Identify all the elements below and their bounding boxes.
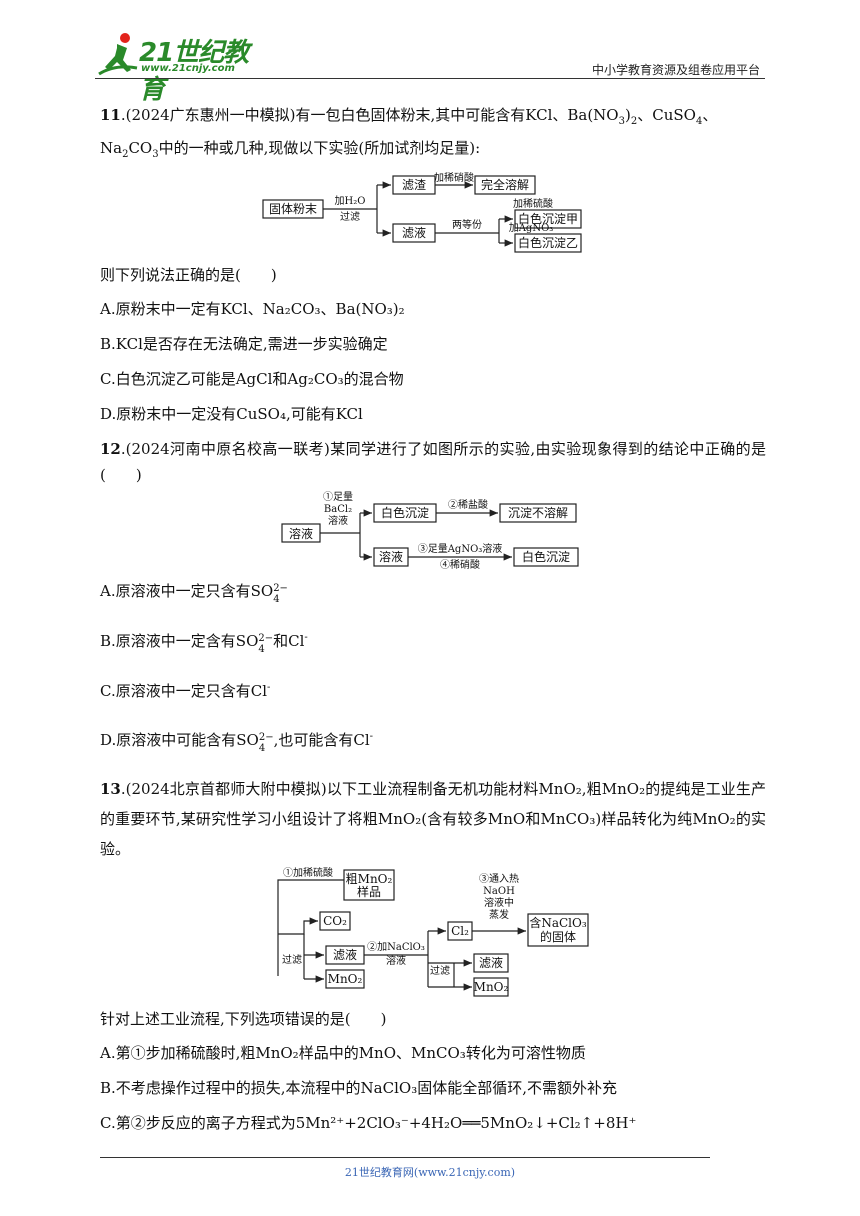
label-bacl2: BaCl₂ [324,504,352,515]
label-filter2: 过滤 [430,964,450,977]
label-step4: ④稀硝酸 [440,558,480,570]
logo-text: 21世纪教育 [139,38,249,105]
label-add-water: 加H₂O [335,195,366,207]
runner-logo-icon [98,33,138,76]
footer-text[interactable]: 21世纪教育网(www.21cnjy.com) [344,1166,516,1179]
q11-option-c[interactable]: C.白色沉淀乙可能是AgCl和Ag₂CO₃的混合物 [100,370,404,388]
label-step1: ①足量 [323,491,353,503]
label-step2: ②加NaClO₃ [367,941,425,953]
q11-flowchart: 固体粉末 加H₂O 过滤 滤渣 加稀硝酸 完全溶解 滤液 两等份 加稀硫酸 白色… [262,171,582,253]
q11-option-b[interactable]: B.KCl是否存在无法确定,需进一步实验确定 [100,335,388,353]
node-mno2-b: MnO₂ [474,980,509,994]
label-soln: 溶液 [386,954,406,967]
platform-name: 中小学教育资源及组卷应用平台 [591,63,760,77]
label-filter: 过滤 [282,953,302,966]
node-dissolve: 完全溶解 [481,177,529,192]
node-solution: 溶液 [289,526,313,541]
node-sample-a: 粗MnO₂ [346,872,393,886]
label-step1: ①加稀硫酸 [283,866,333,879]
label-step3-c: 溶液中 [484,896,514,909]
label-step3-a: ③通入热 [479,872,519,885]
label-add-agno3: 加AgNO₃ [509,222,554,234]
node-residue: 滤渣 [402,178,426,192]
node-filtrate: 滤液 [333,947,357,962]
q12-flowchart: 溶液 ①足量 BaCl₂ 溶液 白色沉淀 ②稀盐酸 沉淀不溶解 溶液 ③足量Ag… [281,491,579,570]
q13-stem: 13.(2024北京首都师大附中模拟)以下工业流程制备无机功能材料MnO₂,粗M… [100,780,766,858]
node-product-a: 含NaClO₃ [529,915,587,930]
label-step3-b: NaOH [483,886,515,897]
page-header: 21世纪教育 www.21cnjy.com 中小学教育资源及组卷应用平台 [95,30,765,105]
q11-option-a[interactable]: A.原粉末中一定有KCl、Na₂CO₃、Ba(NO₃)₂ [100,300,405,318]
node-cl2: Cl₂ [451,924,469,938]
q13-ask: 针对上述工业流程,下列选项错误的是( ) [100,1010,387,1028]
node-sample-b: 样品 [357,884,381,899]
node-white-ppt: 白色沉淀 [381,505,429,520]
node-filtrate: 滤液 [402,225,426,240]
q11-option-d[interactable]: D.原粉末中一定没有CuSO₄,可能有KCl [100,405,363,423]
label-soln: 溶液 [328,514,348,527]
node-ppt-a: 白色沉淀甲 [518,211,578,226]
node-solid: 固体粉末 [269,202,317,216]
label-add-h2so4: 加稀硫酸 [513,197,553,210]
label-two-parts: 两等份 [452,218,482,231]
node-ppt-b: 白色沉淀乙 [518,235,578,250]
node-product-b: 的固体 [540,929,576,944]
q12-stem: 12.(2024河南中原名校高一联考)某同学进行了如图所示的实验,由实验现象得到… [100,440,766,484]
label-step2: ②稀盐酸 [448,498,488,511]
q13-flowchart: ①加稀硫酸 粗MnO₂ 样品 CO₂ 过滤 滤液 MnO₂ ②加NaClO₃ 溶… [277,866,589,997]
node-insoluble: 沉淀不溶解 [508,505,568,520]
node-mno2: MnO₂ [328,972,363,986]
q13-option-a[interactable]: A.第①步加稀硫酸时,粗MnO₂样品中的MnO、MnCO₃转化为可溶性物质 [100,1044,586,1062]
logo-url: www.21cnjy.com [141,63,235,74]
question-content: 11.(2024广东惠州一中模拟)有一包白色固体粉末,其中可能含有KCl、Ba(… [100,102,766,1145]
q12-option-c[interactable]: C.原溶液中一定只含有Cl- [100,682,271,700]
label-step3: ③足量AgNO₃溶液 [418,542,503,555]
q13-option-b[interactable]: B.不考虑操作过程中的损失,本流程中的NaClO₃固体能全部循环,不需额外补充 [100,1079,617,1097]
q11-stem: 11.(2024广东惠州一中模拟)有一包白色固体粉末,其中可能含有KCl、Ba(… [100,106,718,160]
logo: 21世纪教育 www.21cnjy.com [95,30,265,105]
label-filter: 过滤 [340,210,360,223]
q13-option-c[interactable]: C.第②步反应的离子方程式为5Mn²⁺+2ClO₃⁻+4H₂O══5MnO₂↓+… [100,1114,637,1132]
node-filtrate: 溶液 [379,549,403,564]
node-co2: CO₂ [323,914,347,928]
node-filtrate2: 滤液 [479,955,503,970]
label-step3-d: 蒸发 [489,908,509,921]
label-add-hno3: 加稀硝酸 [434,171,474,184]
q11-ask: 则下列说法正确的是( ) [100,266,277,284]
footer-divider [100,1157,710,1158]
node-white-ppt2: 白色沉淀 [522,549,570,564]
header-divider [95,78,765,79]
